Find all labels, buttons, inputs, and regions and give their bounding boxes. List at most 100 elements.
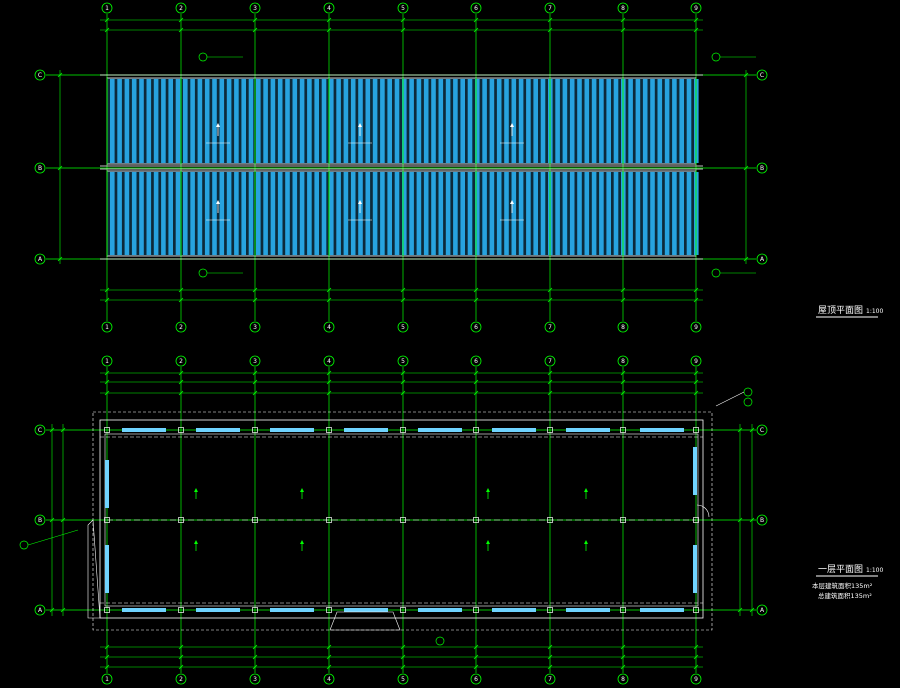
floor-bubble-top-8-label: 8	[621, 358, 625, 365]
roof-panel-strip	[679, 79, 684, 163]
roof-panel-strip	[445, 172, 451, 255]
floor-bubble-bottom-1: 1	[101, 673, 113, 685]
floor-bubble-bottom-3-label: 3	[253, 676, 257, 683]
floor-column	[252, 517, 258, 523]
roof-panel-strip	[423, 79, 429, 163]
roof-panel-strip	[489, 79, 495, 163]
roof-panel-strip	[175, 79, 181, 163]
floor-column	[693, 427, 699, 433]
roof-panel-strip	[533, 172, 538, 255]
roof-panel-strip	[569, 172, 575, 255]
roof-bubble-top-4: 4	[323, 2, 335, 14]
floor-bubble-bottom-9-label: 9	[694, 676, 698, 683]
roof-panel-strip	[336, 172, 341, 255]
roof-panel-strip	[577, 79, 582, 163]
roof-panel-strip	[686, 172, 692, 255]
roof-panel-strip	[314, 79, 319, 163]
roof-panel-strip	[350, 79, 356, 163]
floor-bubble-right-A-label: A	[760, 607, 765, 614]
floor-window-right	[693, 447, 697, 495]
roof-panel-strip	[387, 79, 392, 163]
roof-panel-strip	[336, 79, 341, 163]
floor-bubble-top-6: 6	[470, 355, 482, 367]
roof-bubble-top-8: 8	[617, 2, 629, 14]
floor-bubble-top-9-label: 9	[694, 358, 698, 365]
roof-bubble-right-A-label: A	[760, 256, 765, 263]
roof-bubble-top-8-label: 8	[621, 5, 625, 12]
roof-bubble-top-6-circle	[470, 2, 482, 14]
floor-bubble-right-B-circle	[756, 514, 768, 526]
roof-panel-strip	[562, 172, 568, 255]
roof-panel-strip	[431, 79, 436, 163]
roof-bubble-bottom-9-circle	[690, 321, 702, 333]
roof-panel-strip	[241, 79, 246, 163]
floor-bubble-left-C: C	[34, 424, 46, 436]
floor-area-building: 本层建筑面积135m²	[812, 581, 873, 590]
roof-panel-strip	[372, 79, 378, 163]
roof-panel-strip	[533, 79, 538, 163]
roof-panel-strip	[321, 172, 327, 255]
roof-panel-strip	[672, 79, 677, 163]
roof-panel-strip	[343, 79, 349, 163]
roof-bubble-top-3: 3	[249, 2, 261, 14]
roof-bubble-top-2-circle	[175, 2, 187, 14]
roof-panel-strip	[372, 172, 378, 255]
roof-panel-strip	[591, 172, 597, 255]
roof-bubble-bottom-3-circle	[249, 321, 261, 333]
floor-column	[693, 517, 699, 523]
roof-bubble-top-9-circle	[690, 2, 702, 14]
roof-panel-strip	[350, 172, 356, 255]
roof-panel-strip	[190, 79, 195, 163]
roof-panel-strip	[416, 172, 422, 255]
roof-panel-strip	[270, 172, 276, 255]
floor-plan-title: 一层平面图	[818, 564, 863, 575]
floor-bubble-top-5-circle	[397, 355, 409, 367]
floor-inner-wall	[104, 433, 699, 607]
floor-bubble-top-6-label: 6	[474, 358, 478, 365]
roof-detail-callout	[198, 52, 208, 62]
roof-panel-strip	[409, 79, 414, 163]
floor-walls	[19, 387, 753, 646]
floor-column	[400, 427, 406, 433]
floor-bubble-bottom-5-circle	[397, 673, 409, 685]
roof-panel-strip	[453, 79, 458, 163]
roof-bubble-bottom-6-label: 6	[474, 324, 478, 331]
floor-marker-head	[486, 488, 490, 492]
floor-bubble-bottom-7-label: 7	[548, 676, 552, 683]
floor-bubble-right-C-label: C	[760, 427, 764, 434]
floor-bubble-right-A: A	[756, 604, 768, 616]
roof-panel-strip	[110, 172, 115, 255]
floor-marker-head	[584, 540, 588, 544]
roof-bubble-right-B-circle	[756, 162, 768, 174]
roof-panel-strip	[489, 172, 495, 255]
floor-bubble-top-1-label: 1	[105, 358, 109, 365]
roof-panel-strip	[482, 172, 487, 255]
roof-panel-strip	[577, 172, 582, 255]
roof-panel-strip	[183, 79, 188, 163]
roof-panel-strip	[606, 79, 611, 163]
roof-plan-title: 屋顶平面图	[818, 305, 863, 316]
roof-bubble-left-C: C	[34, 69, 46, 81]
roof-bubble-bottom-5: 5	[397, 321, 409, 333]
floor-window-bottom	[122, 608, 166, 612]
roof-panel-strip	[642, 172, 648, 255]
roof-bubble-bottom-7: 7	[544, 321, 556, 333]
roof-bubble-bottom-4: 4	[323, 321, 335, 333]
roof-panel-strip	[204, 79, 210, 163]
roof-panel-strip	[285, 172, 290, 255]
floor-column	[620, 607, 626, 613]
floor-column	[400, 517, 406, 523]
roof-detail-callout	[711, 52, 721, 62]
roof-bubble-top-8-circle	[617, 2, 629, 14]
roof-panel-strip	[584, 79, 590, 163]
roof-panel-strip	[387, 172, 392, 255]
floor-bubble-bottom-6-label: 6	[474, 676, 478, 683]
roof-panel-strip	[511, 79, 517, 163]
roof-panel-strip	[299, 79, 305, 163]
floor-window-top	[566, 428, 610, 432]
roof-panel-strip	[197, 172, 203, 255]
roof-bubble-top-1: 1	[101, 2, 113, 14]
roof-panel-strip	[365, 79, 371, 163]
